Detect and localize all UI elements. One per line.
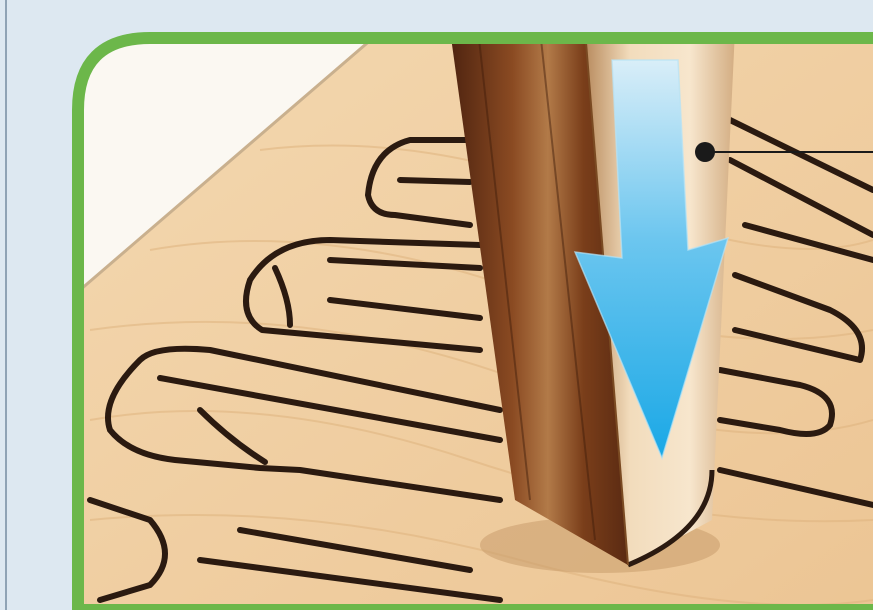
panel-content [70, 30, 873, 610]
outline-shape-upper-inner [400, 180, 470, 182]
